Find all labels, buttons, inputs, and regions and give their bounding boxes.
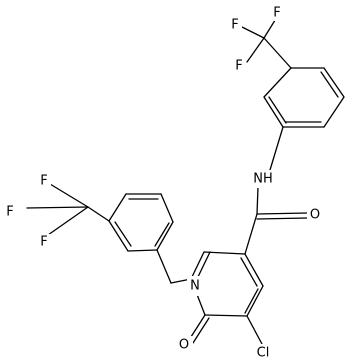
bond — [256, 217, 308, 220]
bond — [323, 96, 345, 128]
fluorine-atom-label: F — [231, 18, 238, 33]
ring-oxygen-label: O — [179, 338, 189, 353]
bond — [237, 24, 265, 39]
bond — [44, 180, 89, 208]
amide-nitrogen-label: NH — [253, 172, 273, 187]
label-background — [3, 204, 17, 220]
bond — [127, 249, 158, 252]
label-background — [37, 173, 51, 189]
bond — [320, 71, 339, 98]
label-background — [232, 58, 246, 74]
fluorine-atom-label: F — [40, 174, 47, 189]
fluorine-atom-label: F — [235, 59, 242, 74]
label-background — [249, 170, 277, 188]
bond — [114, 221, 132, 247]
bond — [188, 314, 206, 341]
bond — [246, 37, 265, 63]
bond — [323, 67, 345, 98]
bond — [26, 206, 89, 209]
bond — [160, 193, 174, 223]
atom-labels: F F F NH O N O Cl F F F — [3, 5, 323, 362]
bond — [244, 213, 258, 255]
label-background — [175, 336, 193, 356]
bond — [204, 314, 248, 317]
bond — [47, 206, 89, 236]
bond-lines — [26, 16, 345, 345]
bond — [263, 67, 292, 98]
ring-nitrogen-label: N — [190, 279, 200, 294]
bond — [244, 253, 264, 287]
amide-oxygen-label: O — [310, 208, 320, 223]
bond — [240, 257, 258, 287]
fluorine-atom-label: F — [273, 6, 280, 21]
fluorine-atom-label: F — [6, 205, 13, 220]
chlorine-atom-label: Cl — [257, 346, 270, 361]
bond — [256, 186, 259, 215]
bond — [154, 222, 170, 247]
bond — [203, 251, 246, 255]
bond — [256, 212, 308, 215]
bond — [263, 37, 292, 69]
bond — [244, 288, 259, 314]
label-background — [37, 234, 51, 250]
bond — [268, 96, 287, 124]
label-background — [307, 207, 323, 225]
bond — [156, 249, 172, 284]
label-background — [251, 344, 275, 362]
label-background — [228, 17, 242, 33]
bond — [108, 193, 127, 222]
fluorine-atom-label: F — [40, 235, 47, 250]
bond — [87, 206, 110, 222]
bond — [108, 220, 129, 252]
bond — [192, 317, 210, 344]
label-background — [187, 276, 203, 296]
bond — [269, 126, 284, 171]
label-background — [270, 5, 284, 21]
bond — [156, 221, 174, 251]
bond — [190, 251, 205, 280]
bond — [246, 285, 264, 317]
bond — [246, 315, 263, 345]
bond — [263, 96, 284, 128]
